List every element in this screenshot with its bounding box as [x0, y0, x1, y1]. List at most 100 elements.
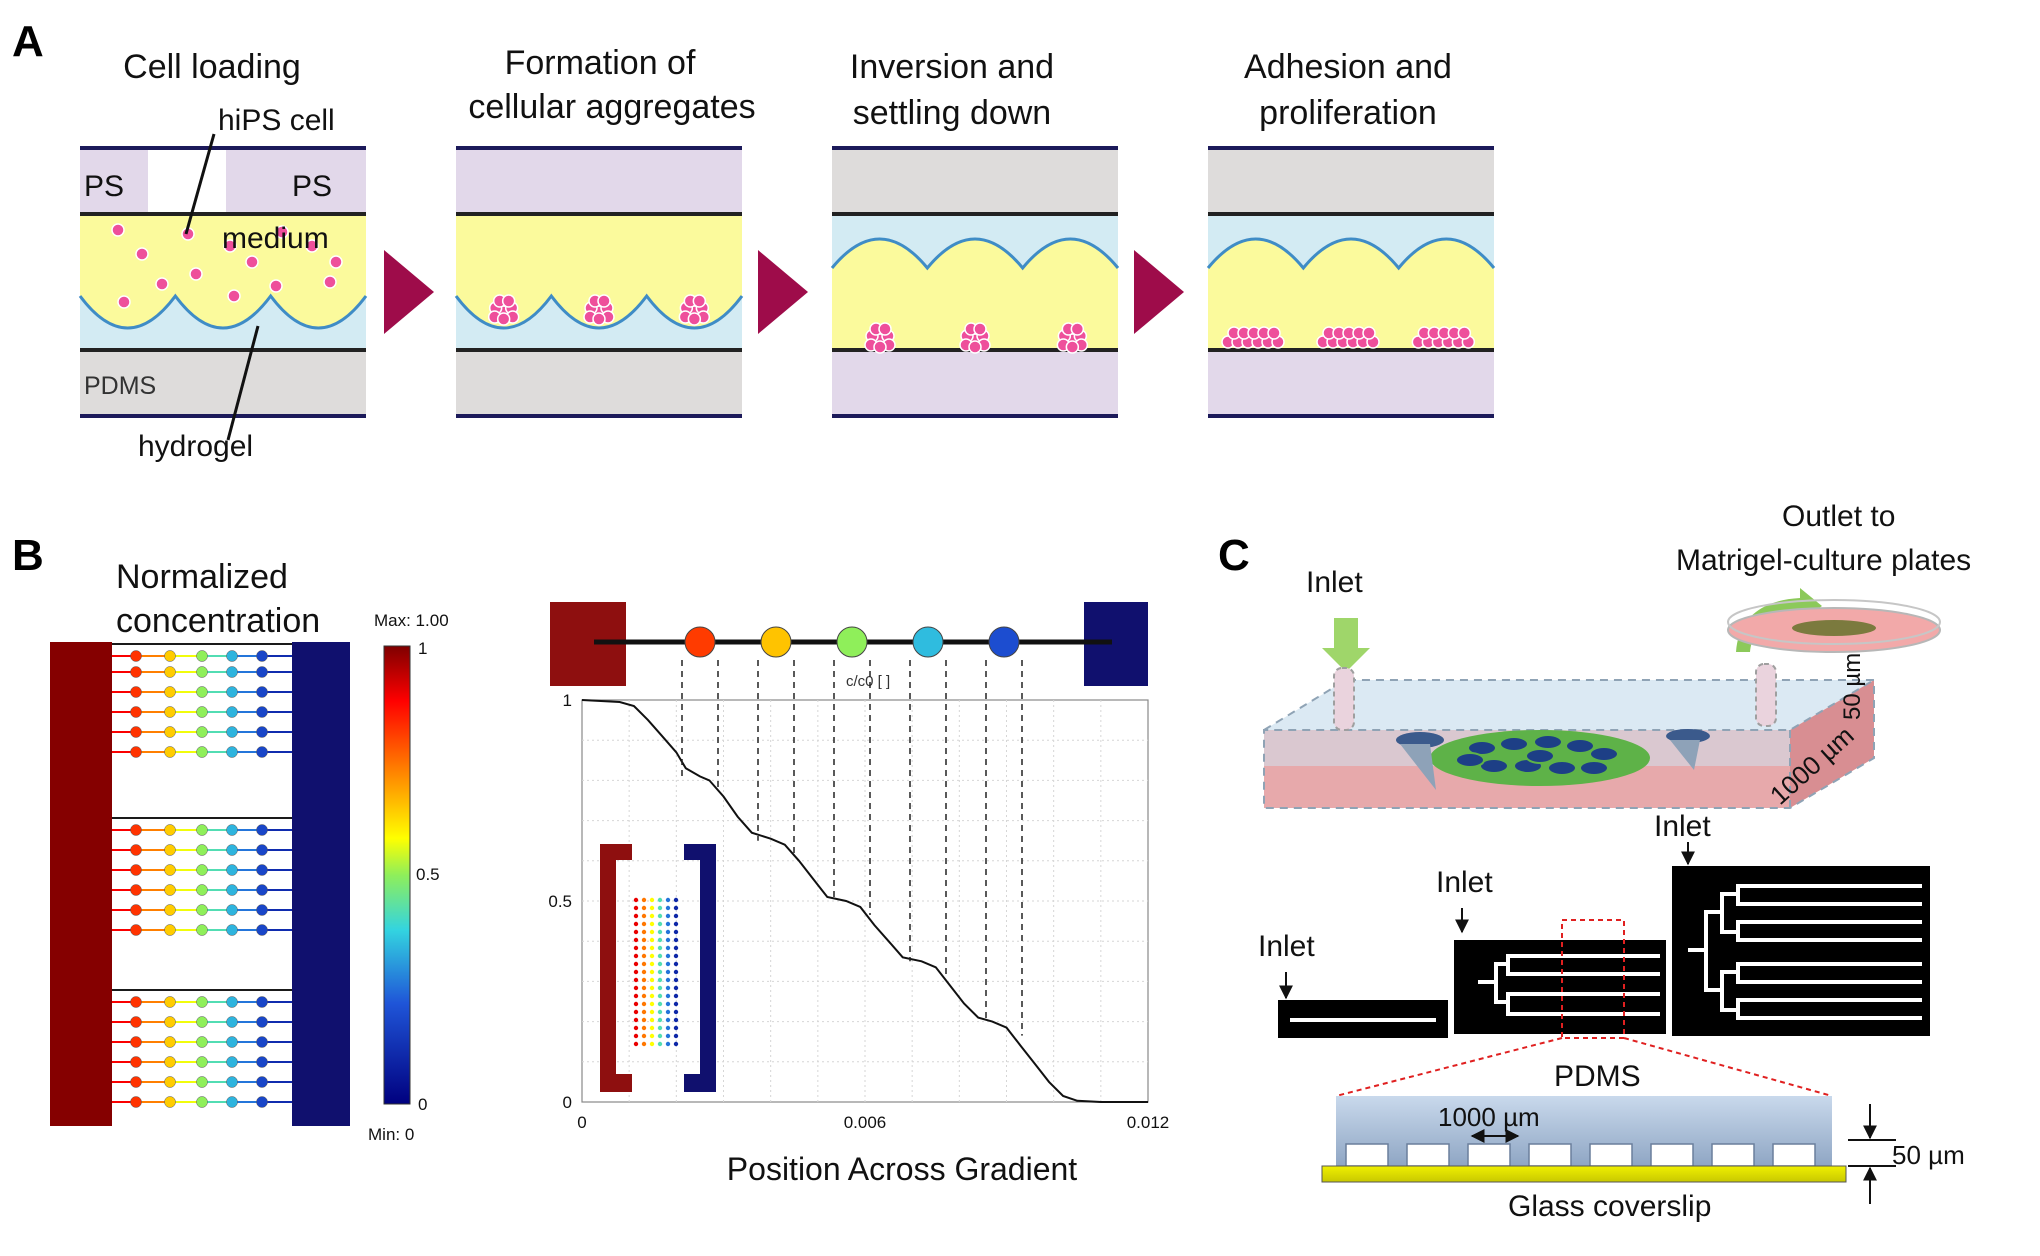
inset-node — [665, 945, 671, 951]
design-split — [1720, 930, 1738, 934]
ladder-node — [130, 1056, 142, 1068]
ladder-node — [196, 1076, 208, 1088]
inset-node — [649, 1009, 655, 1015]
ladder-node — [226, 884, 238, 896]
inset-node — [633, 961, 639, 967]
inset-node — [649, 1017, 655, 1023]
step-4-title-line1: Adhesion and — [1244, 48, 1452, 86]
design-split — [1736, 902, 1762, 906]
inset-node — [665, 913, 671, 919]
colorbar-min: Min: 0 — [368, 1125, 414, 1144]
inset-node — [657, 969, 663, 975]
inset-node — [657, 1017, 663, 1023]
inset-node — [633, 953, 639, 959]
c-inlet-b: Inlet — [1436, 866, 1493, 899]
inset-node — [673, 905, 679, 911]
inset-node — [665, 993, 671, 999]
panel-b: B Normalized concentration Max: 1.00 1 0… — [12, 531, 1169, 1187]
cell — [592, 312, 606, 326]
cell — [496, 312, 511, 326]
inset-node — [665, 1025, 671, 1031]
inset-node — [657, 985, 663, 991]
x-tick-label: 0.012 — [1127, 1113, 1170, 1132]
low-conc-reservoir — [292, 642, 350, 1126]
design-split — [1506, 954, 1522, 958]
inset-node — [649, 1041, 655, 1047]
bottom-layer — [832, 350, 1118, 416]
chart-small-label: c/c0 [ ] — [846, 673, 890, 690]
cell-colony — [1547, 760, 1577, 776]
label-ps-right: PS — [292, 170, 332, 203]
section-channel — [1711, 1143, 1755, 1167]
design-eight-channels — [1672, 866, 1930, 1036]
hydrogel-surface — [454, 293, 744, 330]
inset-node — [649, 961, 655, 967]
cell — [878, 322, 892, 336]
inset-node — [657, 1001, 663, 1007]
ladder-node — [226, 706, 238, 718]
cell — [189, 267, 203, 281]
inset-node — [673, 993, 679, 999]
ladder-node — [164, 864, 176, 876]
b-title-line2: concentration — [116, 602, 320, 640]
ladder-node — [130, 1096, 142, 1108]
hydrogel-layer — [1208, 214, 1494, 268]
channel-side-face — [1790, 680, 1874, 808]
cell — [269, 279, 283, 293]
inset-node — [649, 985, 655, 991]
inset-node — [657, 945, 663, 951]
ladder-node — [196, 884, 208, 896]
inset-node — [633, 985, 639, 991]
ladder-node — [164, 1096, 176, 1108]
design-split — [1506, 972, 1522, 976]
inset-node — [649, 953, 655, 959]
channel-top-face — [1264, 680, 1874, 730]
ladder-node — [196, 924, 208, 936]
top-node — [912, 626, 944, 658]
ladder-node — [130, 686, 142, 698]
inset-node — [633, 913, 639, 919]
top-layer — [832, 148, 1118, 214]
hydrogel-layer — [80, 296, 366, 350]
inset-node — [673, 945, 679, 951]
section-channel — [1467, 1143, 1511, 1167]
cell — [117, 295, 131, 309]
inset-node — [633, 1041, 639, 1047]
inset-node — [657, 1009, 663, 1015]
inset-node — [633, 1001, 639, 1007]
design-split — [1736, 962, 1740, 984]
inset-node — [641, 921, 647, 927]
inset-node — [657, 977, 663, 983]
step-3-title-line2: settling down — [853, 94, 1051, 132]
inset-node — [633, 945, 639, 951]
step-1-title: Cell loading — [123, 48, 301, 86]
design-branch — [1760, 902, 1922, 906]
c-section-height: 50 µm — [1892, 1140, 1965, 1170]
ladder-node — [196, 1096, 208, 1108]
design-split — [1720, 892, 1738, 896]
ladder-node — [226, 844, 238, 856]
top-node — [760, 626, 792, 658]
ladder-node — [130, 1076, 142, 1088]
ladder-node — [164, 1036, 176, 1048]
cell-colony — [1533, 734, 1563, 750]
cell — [329, 255, 343, 269]
section-channel — [1589, 1143, 1633, 1167]
bottom-layer — [456, 350, 742, 416]
inset-node — [633, 1009, 639, 1015]
ladder-node — [196, 1016, 208, 1028]
ladder-node — [256, 844, 268, 856]
top-node — [988, 626, 1020, 658]
ladder-node — [164, 844, 176, 856]
hydrogel-surface — [830, 237, 1120, 271]
inset-node — [633, 905, 639, 911]
design-split — [1736, 1016, 1762, 1020]
c-outlet-line1: Outlet to — [1782, 500, 1895, 533]
inset-node — [641, 953, 647, 959]
inset-node — [673, 1017, 679, 1023]
ladder-node — [256, 1096, 268, 1108]
outlet-port — [1755, 663, 1777, 727]
section-channel — [1406, 1143, 1450, 1167]
c-outlet-line2: Matrigel-culture plates — [1676, 544, 1971, 577]
inset-node — [657, 897, 663, 903]
